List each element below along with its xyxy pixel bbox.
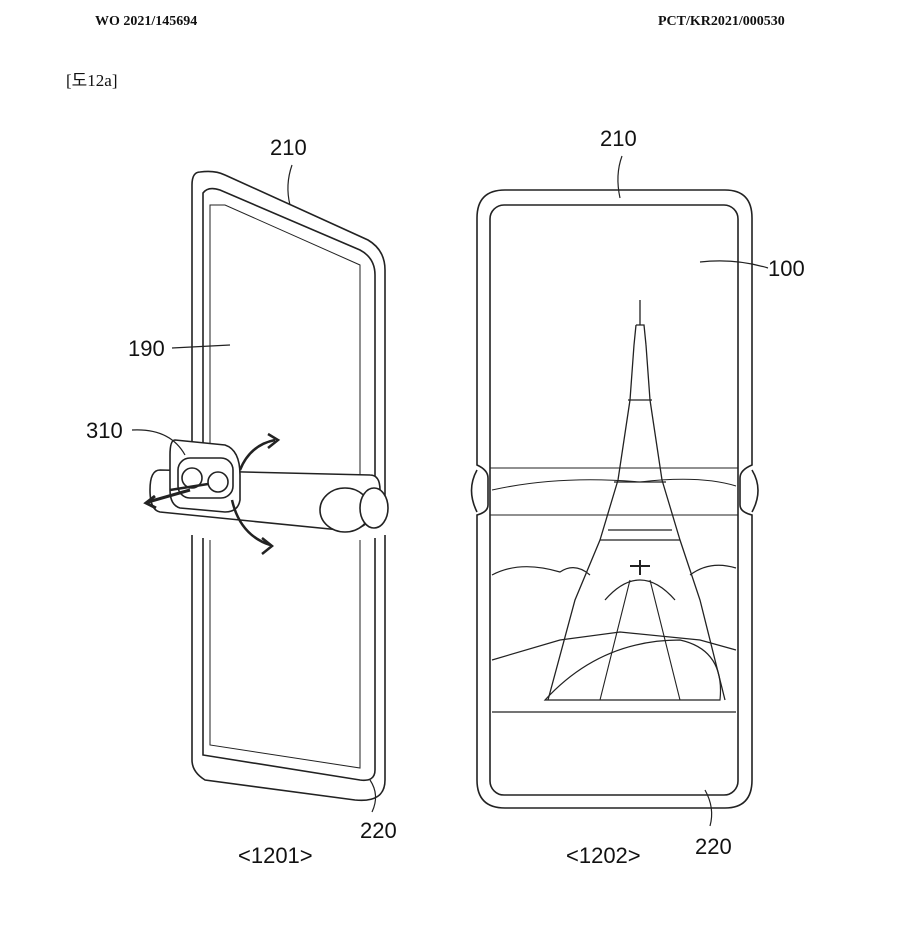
folded-device-rear-view: [132, 165, 388, 812]
unfolded-device-front-view: [472, 156, 769, 826]
ref-190: 190: [128, 336, 165, 361]
ref-210-left: 210: [270, 135, 307, 160]
caption-1202: <1202>: [566, 843, 641, 868]
ref-220-left: 220: [360, 818, 397, 843]
ref-100: 100: [768, 256, 805, 281]
ref-220-right: 220: [695, 834, 732, 859]
ref-310: 310: [86, 418, 123, 443]
caption-1201: <1201>: [238, 843, 313, 868]
ref-210-right: 210: [600, 126, 637, 151]
